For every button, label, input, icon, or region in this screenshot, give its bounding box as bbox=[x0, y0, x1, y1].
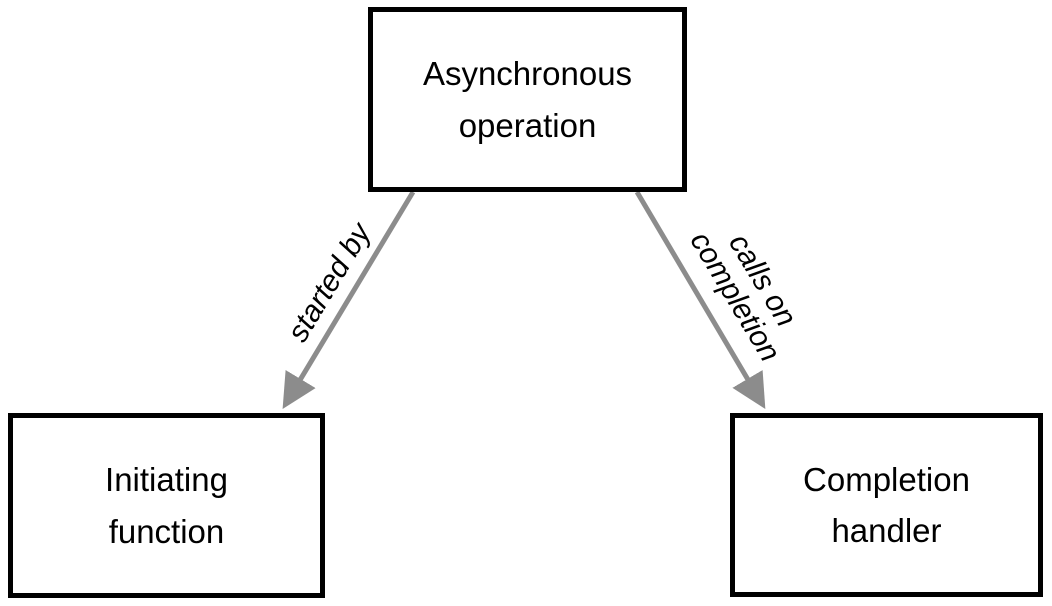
node-initiating-function-label: Initiating function bbox=[105, 461, 228, 550]
edge-label-calls-on-completion: calls on completion bbox=[683, 226, 803, 368]
node-completion-handler-label: Completion handler bbox=[803, 460, 970, 549]
edge-label-started-by: started by bbox=[281, 217, 378, 348]
node-asynchronous-operation: Asynchronous operation bbox=[368, 7, 687, 192]
node-completion-handler: Completion handler bbox=[730, 413, 1043, 597]
node-asynchronous-operation-label: Asynchronous operation bbox=[422, 55, 633, 144]
node-initiating-function: Initiating function bbox=[8, 413, 325, 598]
